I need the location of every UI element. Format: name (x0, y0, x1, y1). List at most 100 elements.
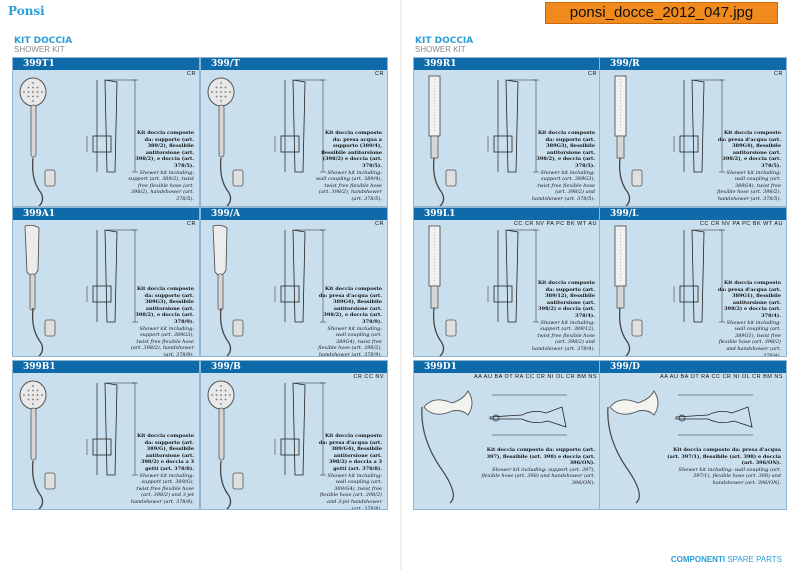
technical-drawing (271, 76, 331, 185)
product-card-1: 399T1 CR Kit doccia composto da: support… (12, 57, 200, 207)
product-card-10: 399/B CR CC NV Kit doccia composto da: p… (200, 360, 388, 510)
footer-spare-parts: SPARE PARTS (727, 555, 782, 564)
product-photo (420, 224, 480, 356)
technical-drawing (670, 226, 730, 335)
product-photo (19, 224, 79, 356)
product-card-11: 399D1 AA AU BA OT RA CC CR NI OL CR BM N… (413, 360, 601, 510)
card-header: 399T1 (13, 58, 199, 70)
product-code: 399/B (211, 362, 241, 372)
product-photo (606, 74, 666, 206)
finish-codes: CR (774, 71, 783, 77)
product-code: 399B1 (23, 362, 56, 372)
section-heading-right: KIT DOCCIA SHOWER KIT (415, 36, 473, 54)
product-card-5: 399A1 CR Kit doccia composto da: support… (12, 207, 200, 357)
section-title: KIT DOCCIA (415, 36, 474, 46)
description-english: Shower kit including: support (art. 389/… (130, 472, 194, 505)
description-italian: Kit doccia composto da: supporto (art. 3… (135, 130, 194, 169)
product-description: Kit doccia composto da: supporto (art. 3… (128, 286, 194, 357)
product-code: 399R1 (424, 59, 457, 69)
technical-drawing (482, 387, 577, 446)
description-english: Shower kit including: support (art. 389/… (128, 169, 194, 202)
description-italian: Kit doccia composto da: presa d'acqua (a… (667, 447, 781, 467)
product-description: Kit doccia composto da: supporto (art. 3… (529, 130, 595, 203)
footer-caption: COMPONENTI SPARE PARTS (671, 555, 782, 564)
product-card-3: 399R1 CR Kit doccia composto da: support… (413, 57, 601, 207)
product-code: 399/A (211, 209, 241, 219)
product-photo (606, 224, 666, 356)
description-english: Shower kit including: wall coupling (art… (318, 325, 382, 357)
description-italian: Kit doccia composto da: presa d'acqua (a… (318, 286, 382, 325)
product-code: 399A1 (23, 209, 56, 219)
product-photo (420, 74, 480, 206)
card-header: 399A1 (13, 208, 199, 220)
section-subtitle: SHOWER KIT (14, 45, 65, 54)
card-header: 399R1 (414, 58, 600, 70)
product-photo (19, 74, 79, 206)
description-italian: Kit doccia composto da: supporto (art. 3… (537, 280, 595, 319)
card-header: 399/T (201, 58, 387, 70)
technical-drawing (484, 226, 544, 335)
product-card-7: 399L1 CC CR NV PA PC BK WT AU Kit doccia… (413, 207, 601, 357)
description-italian: Kit doccia composto da: supporto (art. 3… (536, 130, 595, 169)
description-italian: Kit doccia composto da: presa acqua a su… (321, 130, 382, 169)
description-italian: Kit doccia composto da: presa d'acqua (a… (717, 130, 781, 169)
product-description: Kit doccia composto da: presa d'acqua (a… (715, 130, 781, 203)
section-heading-left: KIT DOCCIA SHOWER KIT (14, 36, 72, 54)
product-photo (420, 377, 480, 509)
product-card-12: 399/D AA AU BA OT RA CC CR NI OL CR BM N… (599, 360, 787, 510)
file-name-label: ponsi_docce_2012_047.jpg (545, 2, 778, 24)
finish-codes: AA AU BA OT RA CC CR NI OL CR BM NS (474, 374, 597, 380)
technical-drawing (670, 76, 730, 185)
description-english: Shower kit including: support (art. 389G… (130, 325, 194, 357)
product-description: Kit doccia composto da: presa d'acqua (a… (316, 286, 382, 357)
finish-codes: CC CR NV PA PC BK WT AU (513, 221, 597, 227)
product-photo (606, 377, 666, 509)
product-code: 399L1 (424, 209, 456, 219)
finish-codes: AA AU BA OT RA CC CR NI OL CR BM NS (660, 374, 783, 380)
product-code: 399/T (211, 59, 240, 69)
product-card-2: 399/T CR Kit doccia composto da: presa a… (200, 57, 388, 207)
product-photo (19, 377, 79, 509)
description-italian: Kit doccia composto da: supporto (art. 3… (136, 433, 194, 472)
product-description: Kit doccia composto da: presa d'acqua (a… (715, 280, 781, 356)
description-italian: Kit doccia composto da: presa d'acqua (a… (318, 433, 382, 472)
technical-drawing (484, 76, 544, 185)
product-card-4: 399/R CR Kit doccia composto da: presa d… (599, 57, 787, 207)
footer-components: COMPONENTI (670, 555, 726, 564)
product-description: Kit doccia composto da: supporto (art. 3… (128, 130, 194, 203)
product-description: Kit doccia composto da: supporto (art. 3… (128, 433, 194, 506)
description-english: Shower kit including: support (art. 389/… (531, 319, 595, 352)
technical-drawing (83, 76, 143, 185)
technical-drawing (83, 226, 143, 335)
product-photo (207, 74, 267, 206)
card-header: 399/D (600, 361, 786, 373)
finish-codes: CC CR NV PA PC BK WT AU (699, 221, 783, 227)
product-photo (207, 377, 267, 509)
description-english: Shower kit including: support (art. 389G… (531, 169, 595, 202)
card-header: 399/A (201, 208, 387, 220)
card-header: 399/L (600, 208, 786, 220)
technical-drawing (668, 387, 763, 446)
product-code: 399T1 (23, 59, 55, 69)
product-photo (207, 224, 267, 356)
description-italian: Kit doccia composto da: presa d'acqua (a… (717, 280, 781, 319)
product-code: 399/D (610, 362, 640, 372)
technical-drawing (83, 379, 143, 488)
description-italian: Kit doccia composto da: supporto (art. 3… (486, 447, 595, 467)
finish-codes: CR CC NV (353, 374, 384, 380)
product-description: Kit doccia composto da: supporto (art. 3… (529, 280, 595, 353)
finish-codes: CR (187, 71, 196, 77)
card-header: 399/R (600, 58, 786, 70)
description-english: Shower kit including: wall coupling (art… (678, 466, 781, 486)
brand-logo: Ponsi (8, 4, 45, 18)
product-card-6: 399/A CR Kit doccia composto da: presa d… (200, 207, 388, 357)
description-english: Shower kit including: support (art. 397)… (481, 466, 595, 486)
finish-codes: CR (588, 71, 597, 77)
card-header: 399/B (201, 361, 387, 373)
section-title: KIT DOCCIA (14, 36, 73, 46)
finish-codes: CR (375, 71, 384, 77)
description-english: Shower kit including: wall coupling (art… (316, 169, 382, 202)
product-description: Kit doccia composto da: supporto (art. 3… (477, 447, 595, 487)
product-card-8: 399/L CC CR NV PA PC BK WT AU Kit doccia… (599, 207, 787, 357)
product-description: Kit doccia composto da: presa d'acqua (a… (316, 433, 382, 509)
